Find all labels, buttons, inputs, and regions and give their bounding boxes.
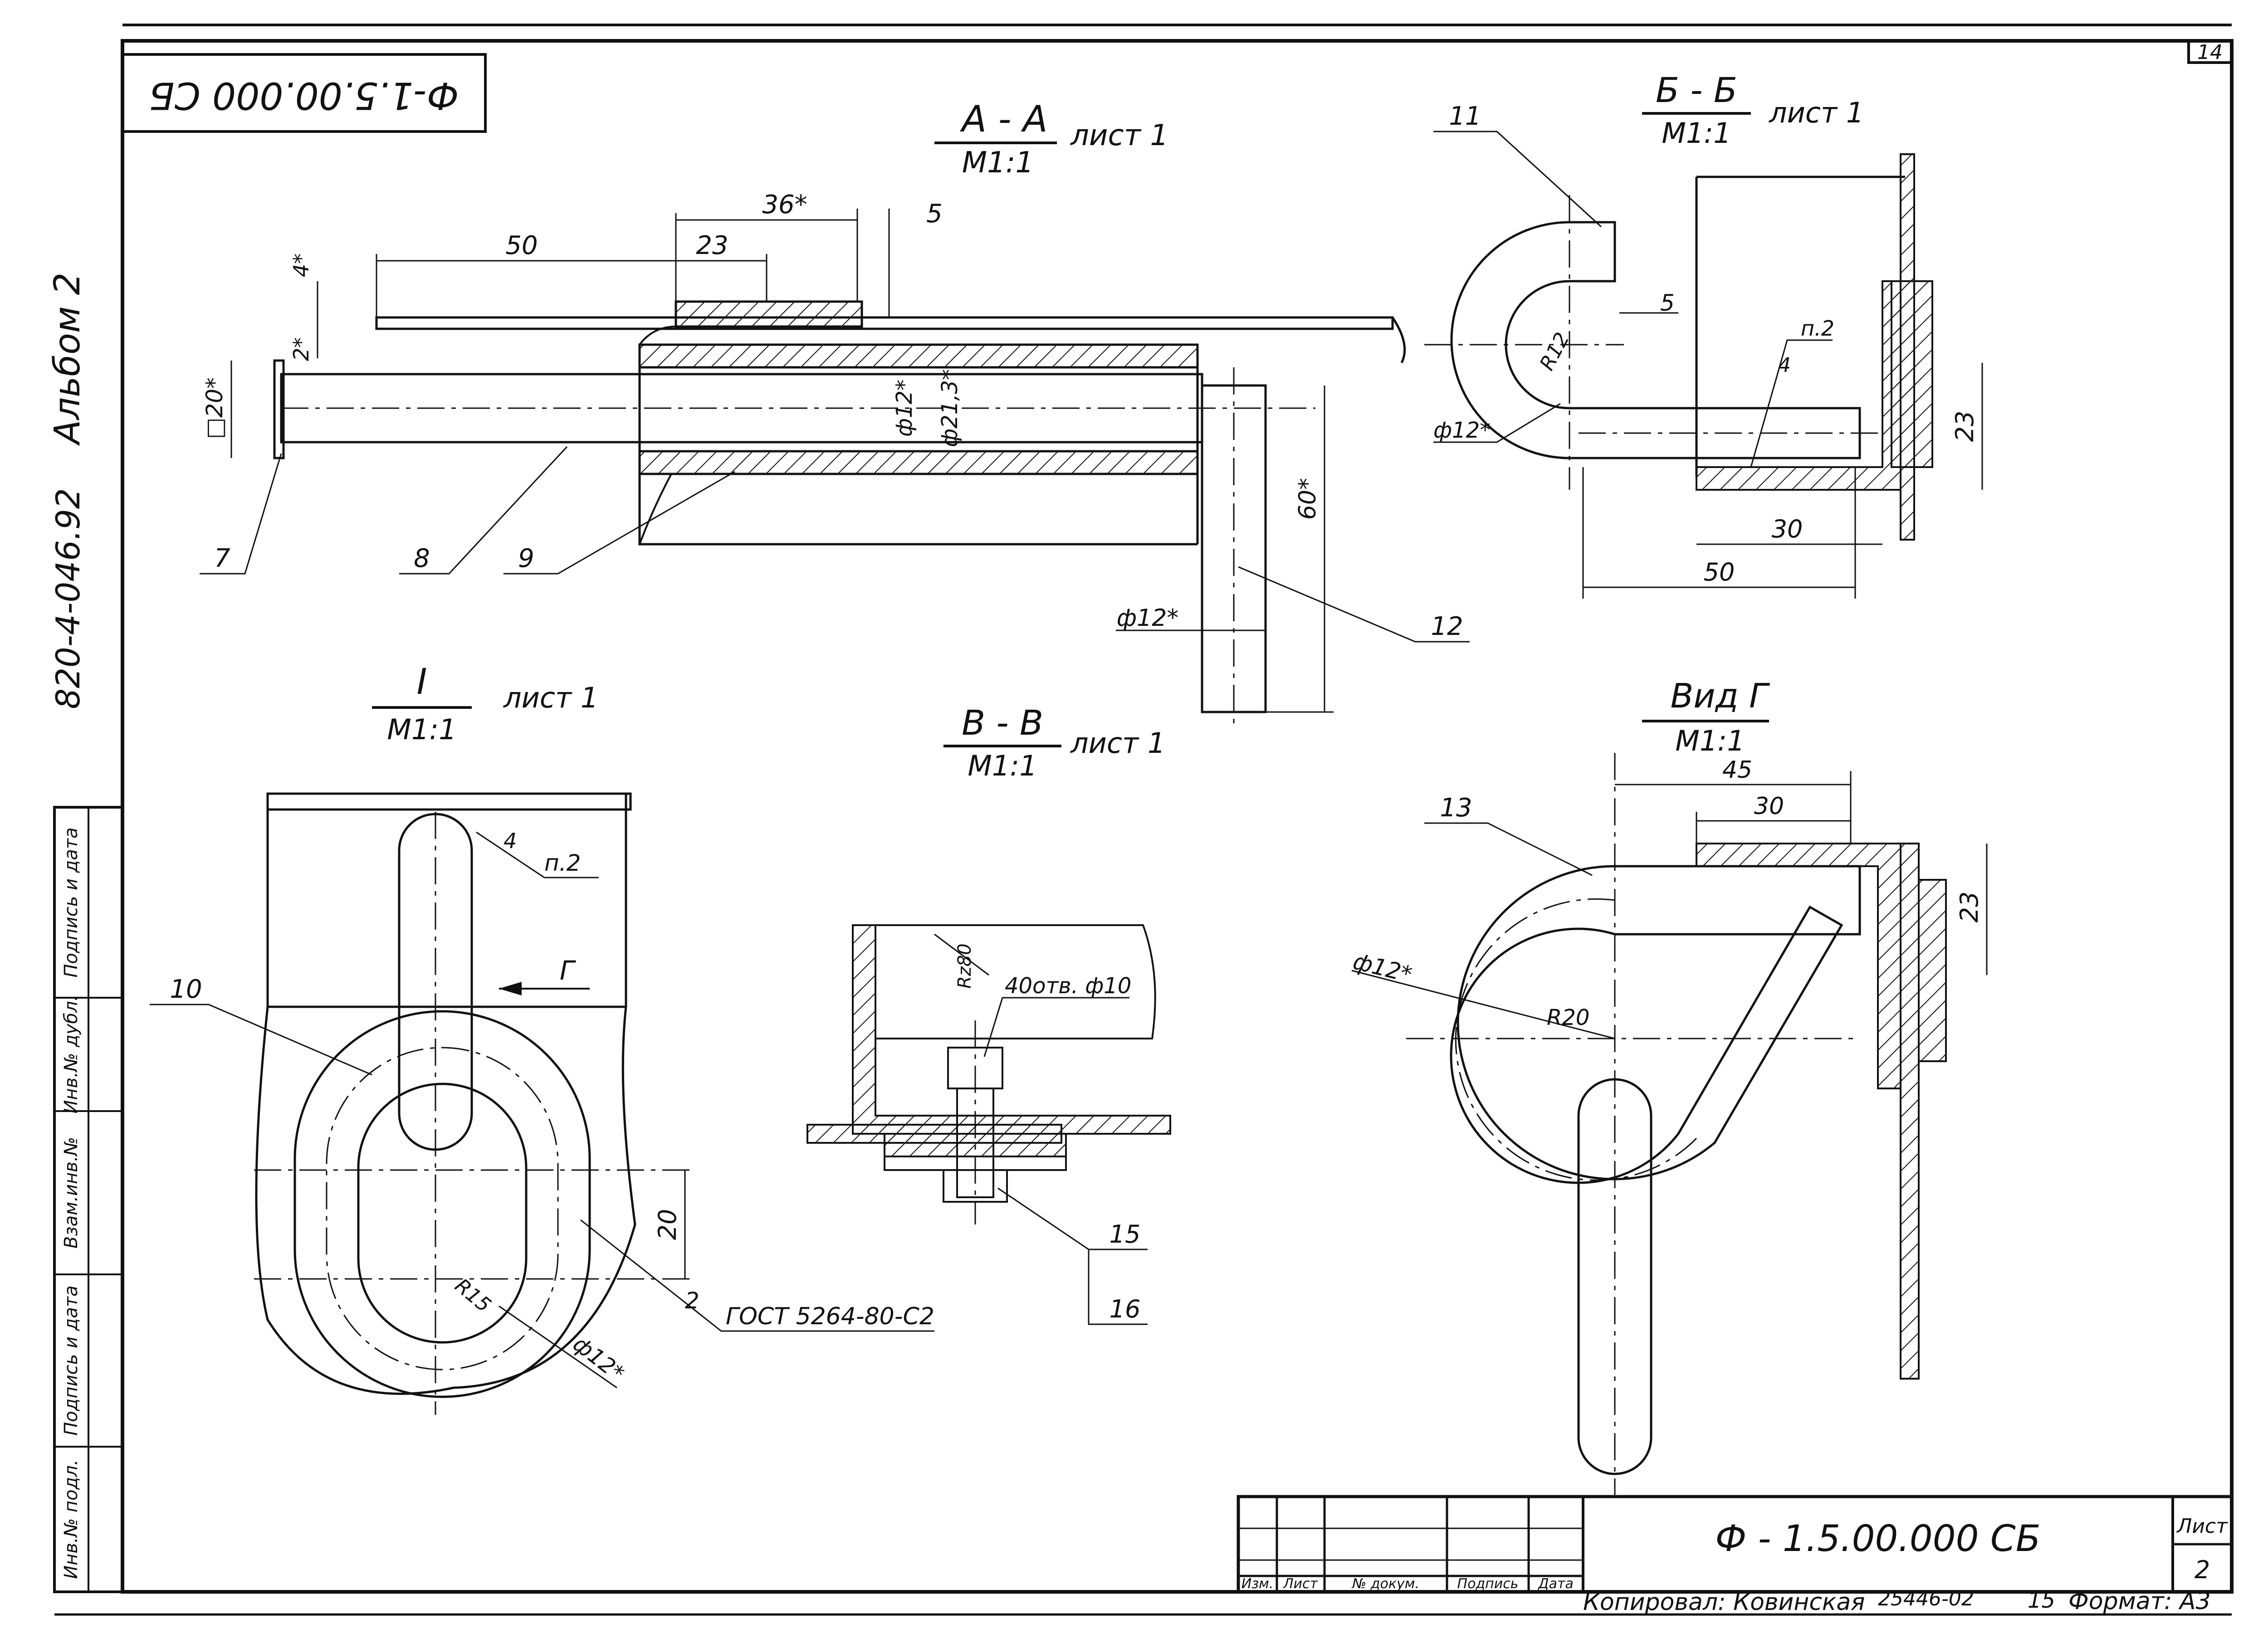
- aa-callout-12: 12: [1431, 612, 1463, 641]
- footer-copied: Копировал: Ковинская: [1583, 1589, 1865, 1616]
- one-scale: М1:1: [387, 713, 456, 746]
- one-weld-2: 2: [685, 1288, 699, 1314]
- page-number: 14: [2197, 41, 2223, 64]
- bb-dim-5: 5: [1660, 290, 1675, 316]
- bb-weld-4: 4: [1778, 354, 1791, 377]
- aa-callout-9: 9: [518, 544, 534, 573]
- one-callout-10: 10: [170, 975, 202, 1004]
- bb-sheet-ref: лист 1: [1769, 96, 1864, 129]
- vg-title: Вид Г: [1671, 677, 1771, 716]
- vg-dim-d12: ф12*: [1350, 948, 1415, 988]
- bb-dim-23: 23: [1950, 411, 1979, 442]
- side-stamp: Инв.№ подл. Подпись и дата Взам.инв.№ Ин…: [53, 806, 124, 1593]
- side-field-1: Подпись и дата: [61, 1285, 82, 1435]
- aa-dim-4: 4*: [289, 254, 313, 277]
- bb-title: Б - Б: [1656, 70, 1737, 110]
- tb-sheet-no: 2: [2195, 1556, 2210, 1584]
- aa-dim-d12: ф12*: [892, 380, 917, 437]
- view-section-aa: А - А М1:1 лист 1 50: [200, 98, 1470, 726]
- vv-sheet-ref: лист 1: [1070, 727, 1165, 760]
- tb-header-list: Лист: [1283, 1576, 1319, 1592]
- one-dim-20: 20: [653, 1209, 682, 1240]
- side-field-4: Подпись и дата: [61, 827, 82, 977]
- bb-dim-50: 50: [1704, 558, 1735, 586]
- side-field-3: Инв.№ дубл.: [61, 995, 82, 1114]
- one-dim-d12: ф12*: [568, 1331, 629, 1386]
- footer-number: 25446-02: [1878, 1587, 1974, 1610]
- bb-dim-30: 30: [1772, 515, 1803, 543]
- aa-dim-d12-rod: ф12*: [1117, 605, 1179, 632]
- tb-header-izm: Изм.: [1242, 1576, 1274, 1592]
- one-sheet-ref: лист 1: [503, 681, 598, 714]
- aa-dim-23: 23: [696, 231, 728, 260]
- vg-dim-45: 45: [1722, 756, 1752, 784]
- vg-dim-r20: R20: [1547, 1005, 1589, 1030]
- aa-dim-60: 60*: [1294, 478, 1321, 520]
- one-dim-r15: R15: [450, 1274, 495, 1317]
- vg-callout-13: 13: [1440, 793, 1472, 823]
- series-number: 820-4-046.92: [49, 488, 87, 709]
- album-label: Альбом 2: [47, 273, 88, 446]
- top-stamp: Ф-1.5.00.000 СБ: [121, 53, 487, 133]
- footer-format: Формат: А3: [2068, 1588, 2211, 1615]
- aa-dim-d213: ф21,3*: [937, 369, 963, 447]
- aa-dim-square: □20*: [201, 377, 228, 439]
- bb-scale: М1:1: [1662, 117, 1731, 150]
- aa-dim-5: 5: [926, 199, 943, 229]
- aa-dim-50: 50: [505, 231, 538, 260]
- tb-designation: Ф - 1.5.00.000 СБ: [1715, 1517, 2040, 1560]
- view-detail-one: I М1:1 лист 1 Г 4 п.2 20 R15 ф12* 2 ГОСТ…: [150, 662, 934, 1415]
- vv-callout-16: 16: [1110, 1295, 1141, 1323]
- vv-dim-rz80: Rz80: [954, 943, 975, 989]
- vv-dim-holes: 40отв. ф10: [1005, 973, 1131, 999]
- tb-header-date: Дата: [1537, 1576, 1574, 1592]
- one-arrow-g: Г: [560, 955, 577, 986]
- one-title: I: [416, 662, 427, 702]
- view-g: Вид Г М1:1 45 30 23 ф12* R20 13: [1350, 677, 1988, 1497]
- one-gost-note: ГОСТ 5264-80-С2: [726, 1303, 934, 1330]
- side-field-0: Инв.№ подл.: [61, 1459, 82, 1579]
- bb-callout-11: 11: [1449, 102, 1481, 131]
- footer-n: 15: [2028, 1588, 2055, 1613]
- aa-scale: М1:1: [962, 146, 1034, 180]
- vv-callout-15: 15: [1110, 1220, 1141, 1249]
- bb-weld-p2: п.2: [1801, 316, 1834, 341]
- bb-dim-d12: ф12*: [1433, 418, 1491, 443]
- footer: Копировал: Ковинская 25446-02 15 Формат:…: [1583, 1587, 2211, 1616]
- aa-callout-8: 8: [414, 544, 430, 573]
- title-block: Изм. Лист № докум. Подпись Дата Ф - 1.5.…: [1237, 1495, 2234, 1594]
- aa-callout-7: 7: [214, 544, 230, 573]
- one-weld-p2: п.2: [544, 850, 581, 876]
- aa-dim-2: 2*: [289, 337, 313, 361]
- bb-dim-r12: R12: [1535, 329, 1574, 374]
- vg-scale: М1:1: [1675, 724, 1745, 757]
- top-stamp-text: Ф-1.5.00.000 СБ: [149, 74, 459, 117]
- view-section-bb: Б - Б М1:1 лист 1 5 R12 ф12* 23 30 50 4 …: [1424, 70, 1983, 599]
- side-field-2: Взам.инв.№: [61, 1137, 82, 1249]
- vv-title: В - В: [962, 702, 1043, 743]
- view-section-vv: В - В М1:1 лист 1 Rz80 40отв. ф10 15 16: [807, 702, 1171, 1325]
- one-weld-4: 4: [503, 829, 517, 853]
- aa-sheet-ref: лист 1: [1070, 119, 1168, 152]
- vg-dim-30: 30: [1754, 793, 1784, 820]
- tb-header-doc: № докум.: [1351, 1576, 1419, 1592]
- aa-title: А - А: [959, 98, 1047, 140]
- tb-header-sign: Подпись: [1457, 1576, 1519, 1592]
- vv-scale: М1:1: [968, 749, 1037, 782]
- tb-sheet-label: Лист: [2176, 1515, 2228, 1538]
- aa-dim-36: 36*: [762, 190, 807, 219]
- vg-dim-23: 23: [1955, 892, 1984, 923]
